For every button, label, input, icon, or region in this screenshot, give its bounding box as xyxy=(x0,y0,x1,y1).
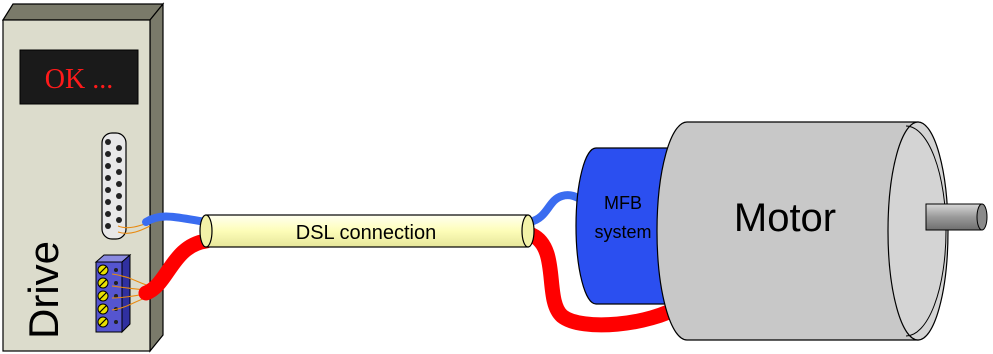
mfb-label-line2: system xyxy=(594,222,651,242)
connector-pin xyxy=(116,193,122,199)
connector-pin xyxy=(105,151,111,157)
connector-pin xyxy=(116,157,122,163)
mfb-feedback-system: MFB system xyxy=(575,147,681,305)
connector-pin xyxy=(116,181,122,187)
motor: Motor xyxy=(656,121,988,341)
terminal-screw xyxy=(97,316,118,328)
connector-pin xyxy=(105,139,111,145)
connector-pin xyxy=(116,145,122,151)
mfb-label-line1: MFB xyxy=(604,193,642,213)
connector-pin xyxy=(105,223,111,229)
connector-pin xyxy=(105,199,111,205)
terminal-screws xyxy=(97,264,118,328)
terminal-screw xyxy=(97,303,118,315)
drive-top-face xyxy=(1,3,165,21)
dsl-cable: DSL connection xyxy=(138,191,688,333)
connector-pin xyxy=(105,187,111,193)
sleeve-left-end xyxy=(199,214,213,248)
terminal-screw xyxy=(97,277,118,289)
motor-end-cap-arc xyxy=(905,125,947,337)
motor-shaft xyxy=(925,203,988,231)
dsl-cable-label: DSL connection xyxy=(296,222,436,244)
connector-pins xyxy=(105,139,122,229)
sub-d-connector xyxy=(101,132,127,240)
connector-pin xyxy=(105,163,111,169)
connector-pin xyxy=(116,169,122,175)
connector-pin xyxy=(116,217,122,223)
terminal-block xyxy=(94,253,132,334)
signal-wire-left xyxy=(142,212,210,226)
connector-pin xyxy=(105,175,111,181)
power-wire-left xyxy=(138,233,214,301)
power-wire-right xyxy=(524,227,688,333)
connector-pin xyxy=(105,211,111,217)
sleeve-right-end xyxy=(521,214,535,248)
drive-unit: OK ... Drive xyxy=(1,2,165,353)
terminal-screw xyxy=(97,290,118,302)
motor-label: Motor xyxy=(734,196,836,240)
drive-label: Drive xyxy=(20,241,67,339)
terminal-screw xyxy=(97,264,118,276)
connector-pin xyxy=(116,205,122,211)
drive-side-face xyxy=(149,2,164,353)
motor-end-face xyxy=(887,121,949,341)
dsl-cable-sleeve xyxy=(205,214,529,248)
motor-body xyxy=(656,121,919,341)
drive-display-text: OK ... xyxy=(45,64,113,95)
mfb-body xyxy=(575,147,681,305)
drive-display xyxy=(19,49,139,105)
